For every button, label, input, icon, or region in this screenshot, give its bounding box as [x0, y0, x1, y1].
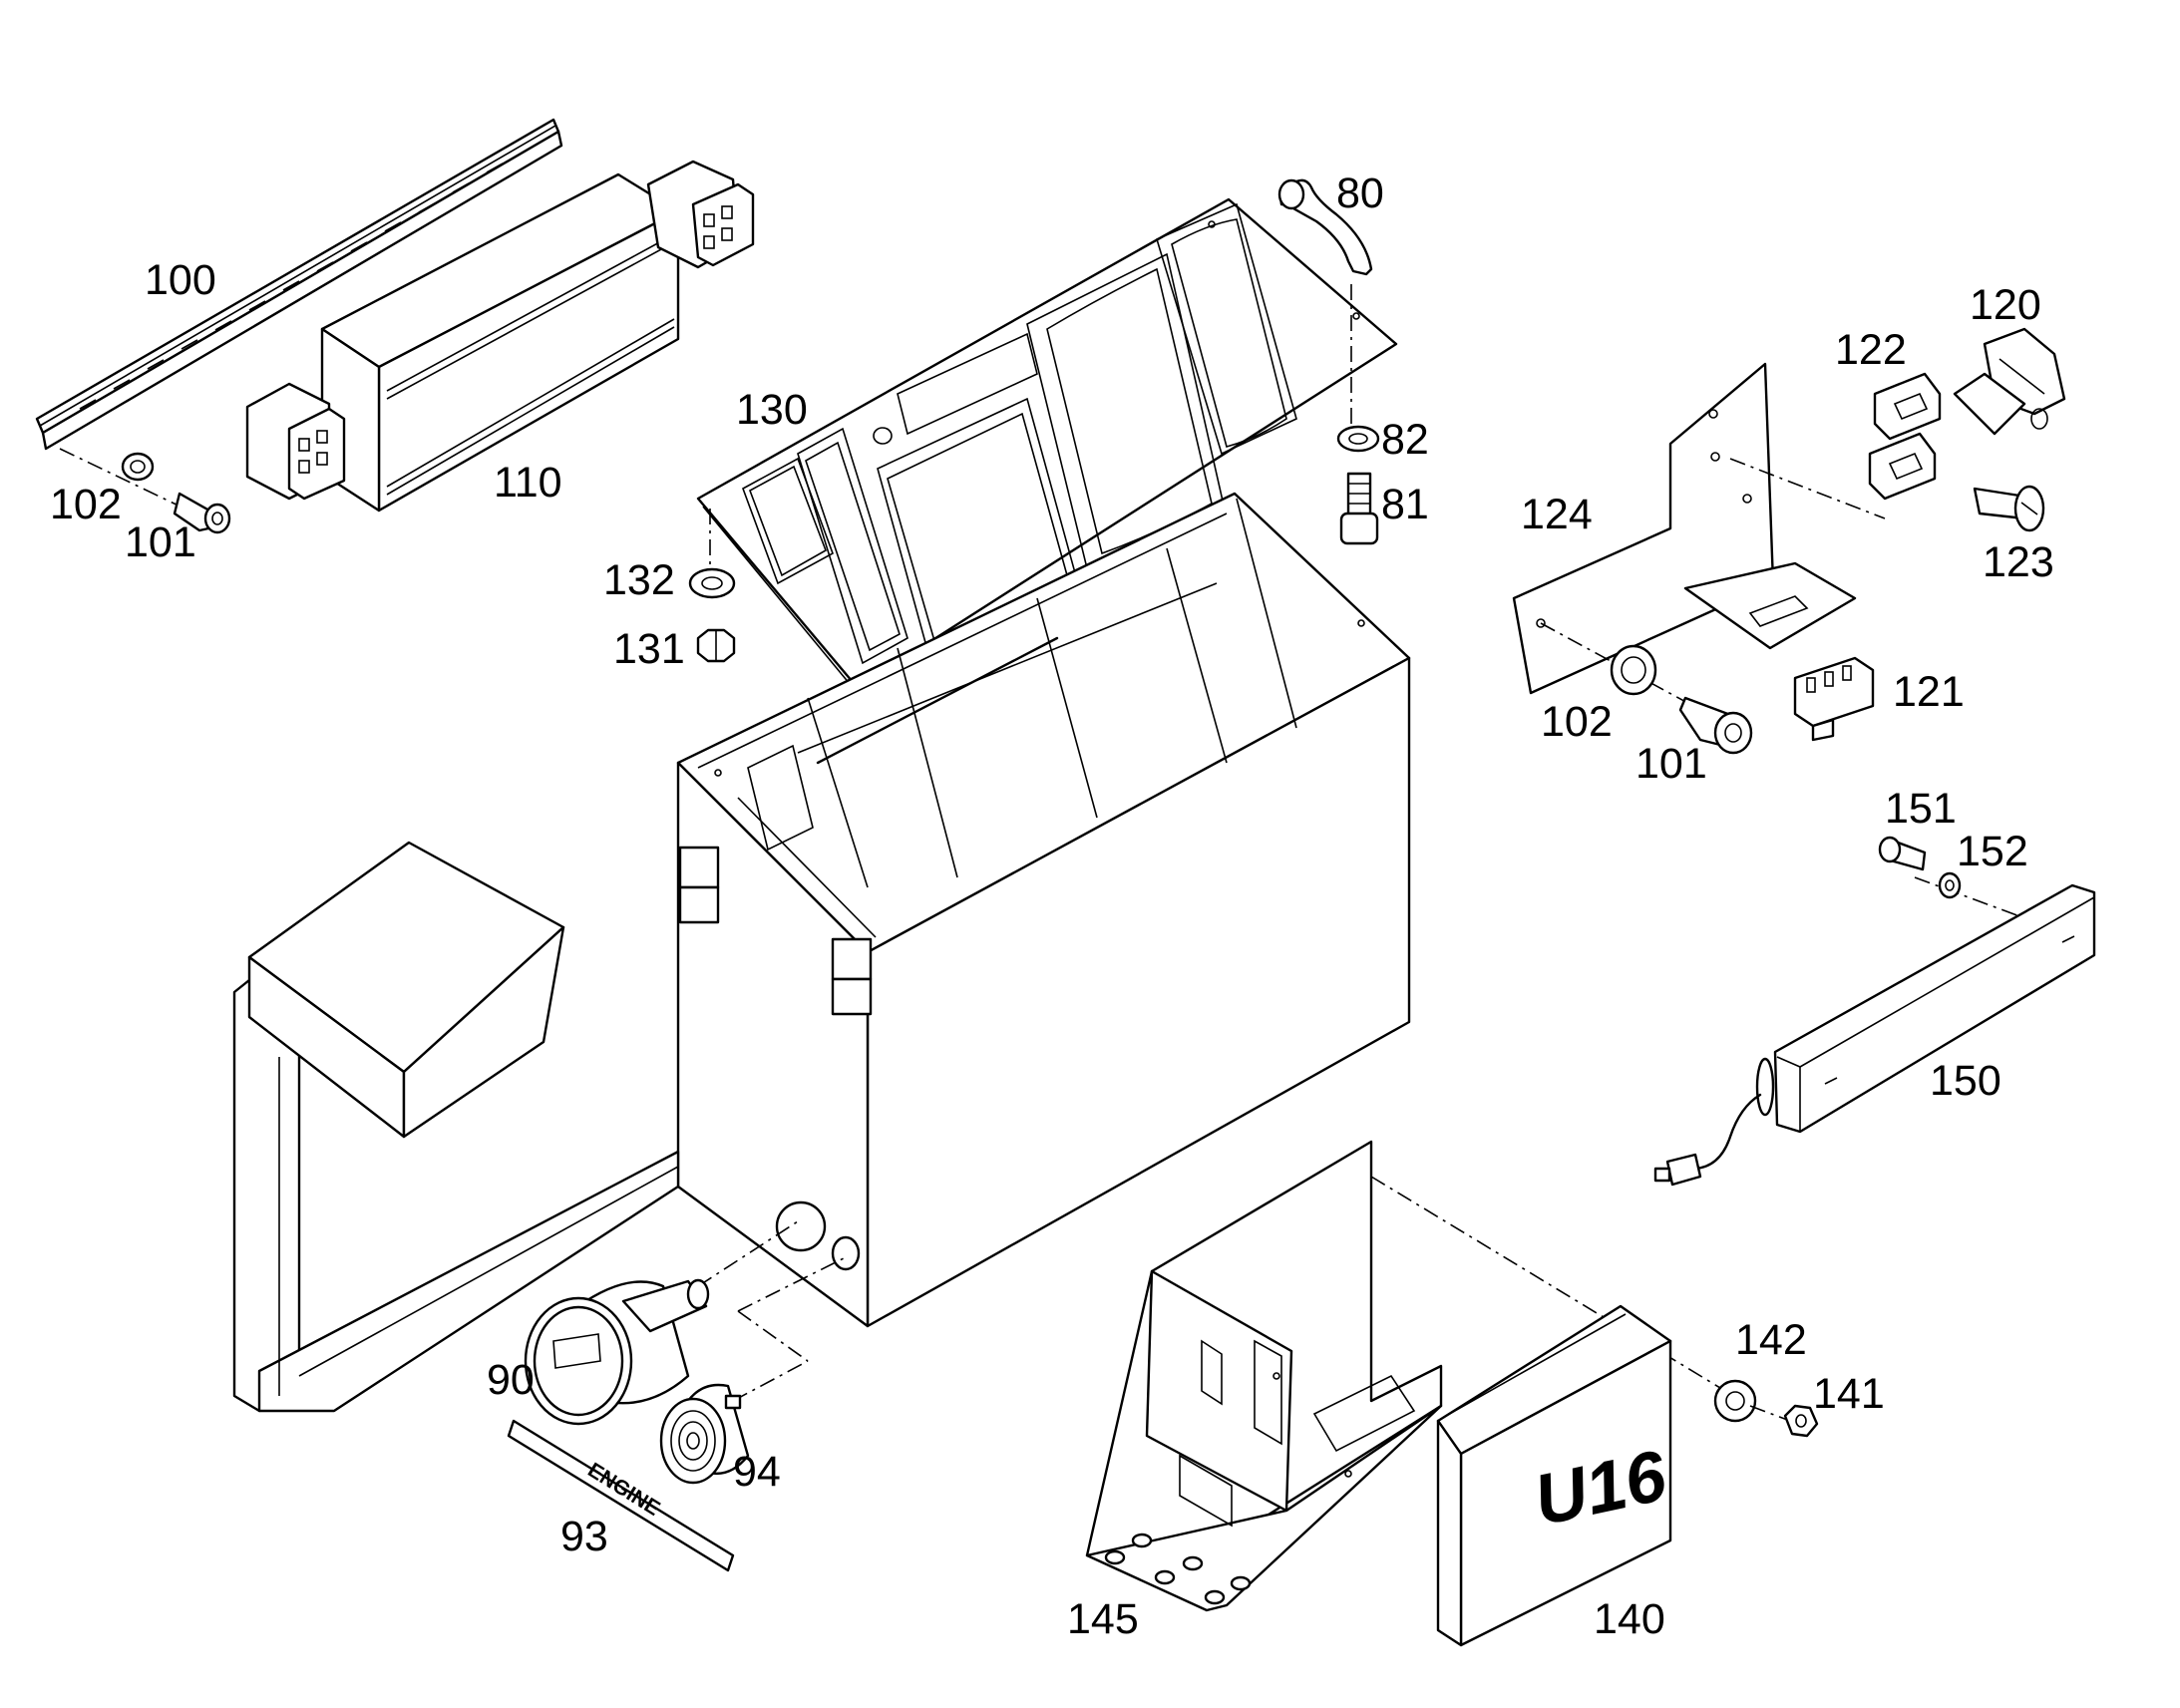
callout-122: 122: [1835, 326, 1907, 374]
callout-102-left: 102: [50, 481, 122, 528]
callout-102-right: 102: [1541, 698, 1613, 746]
callout-145: 145: [1067, 1595, 1139, 1643]
callout-124: 124: [1521, 491, 1593, 538]
callout-152: 152: [1957, 828, 2028, 875]
callout-93: 93: [560, 1513, 608, 1560]
callout-151: 151: [1885, 785, 1957, 833]
washer-152[interactable]: [1938, 871, 1962, 899]
holder-122[interactable]: [1868, 372, 1942, 501]
callout-94: 94: [733, 1448, 781, 1496]
callout-150: 150: [1930, 1057, 2001, 1105]
strip-150[interactable]: [1653, 883, 2096, 1187]
callout-90: 90: [487, 1356, 535, 1404]
screw-151[interactable]: [1878, 836, 1927, 871]
screw-123[interactable]: [1973, 485, 2045, 532]
bracket-plate-124[interactable]: [1512, 362, 1857, 695]
screw-81[interactable]: [1339, 472, 1379, 545]
washer-132[interactable]: [688, 567, 736, 599]
callout-141: 141: [1813, 1370, 1885, 1418]
callout-80: 80: [1336, 170, 1384, 217]
callout-101-right: 101: [1635, 740, 1707, 788]
buzzer-94[interactable]: [659, 1383, 750, 1485]
callout-131: 131: [613, 625, 685, 673]
connector-121[interactable]: [1793, 656, 1875, 742]
screw-101-right[interactable]: [1678, 696, 1753, 755]
washer-102-right[interactable]: [1610, 644, 1657, 696]
nut-141[interactable]: [1783, 1404, 1819, 1438]
callout-130: 130: [736, 386, 808, 434]
control-box-140[interactable]: U16: [1436, 1304, 1673, 1647]
hose-80[interactable]: [1277, 178, 1373, 276]
callout-120: 120: [1970, 281, 2041, 329]
nut-131[interactable]: [696, 628, 736, 663]
callout-121: 121: [1893, 668, 1965, 716]
callout-81: 81: [1381, 481, 1429, 528]
callout-101-left: 101: [125, 518, 196, 566]
callout-100: 100: [145, 256, 216, 304]
screw-101-left[interactable]: [173, 492, 231, 534]
gauge-90[interactable]: [524, 1278, 710, 1426]
callout-140: 140: [1594, 1595, 1665, 1643]
callout-123: 123: [1983, 538, 2054, 586]
side-bracket[interactable]: [232, 841, 680, 1413]
callout-82: 82: [1381, 416, 1429, 464]
clip-120[interactable]: [1953, 327, 2066, 436]
washer-102-left[interactable]: [121, 452, 155, 482]
callout-132: 132: [603, 556, 675, 604]
main-enclosure[interactable]: [676, 492, 1411, 1328]
power-module-110[interactable]: [245, 160, 755, 512]
mounting-bracket-145[interactable]: [1085, 1140, 1443, 1612]
washer-82[interactable]: [1336, 425, 1380, 453]
din-rail-100[interactable]: [35, 118, 563, 451]
callout-110: 110: [494, 459, 562, 507]
washer-142[interactable]: [1713, 1379, 1757, 1423]
callout-142: 142: [1735, 1316, 1807, 1364]
